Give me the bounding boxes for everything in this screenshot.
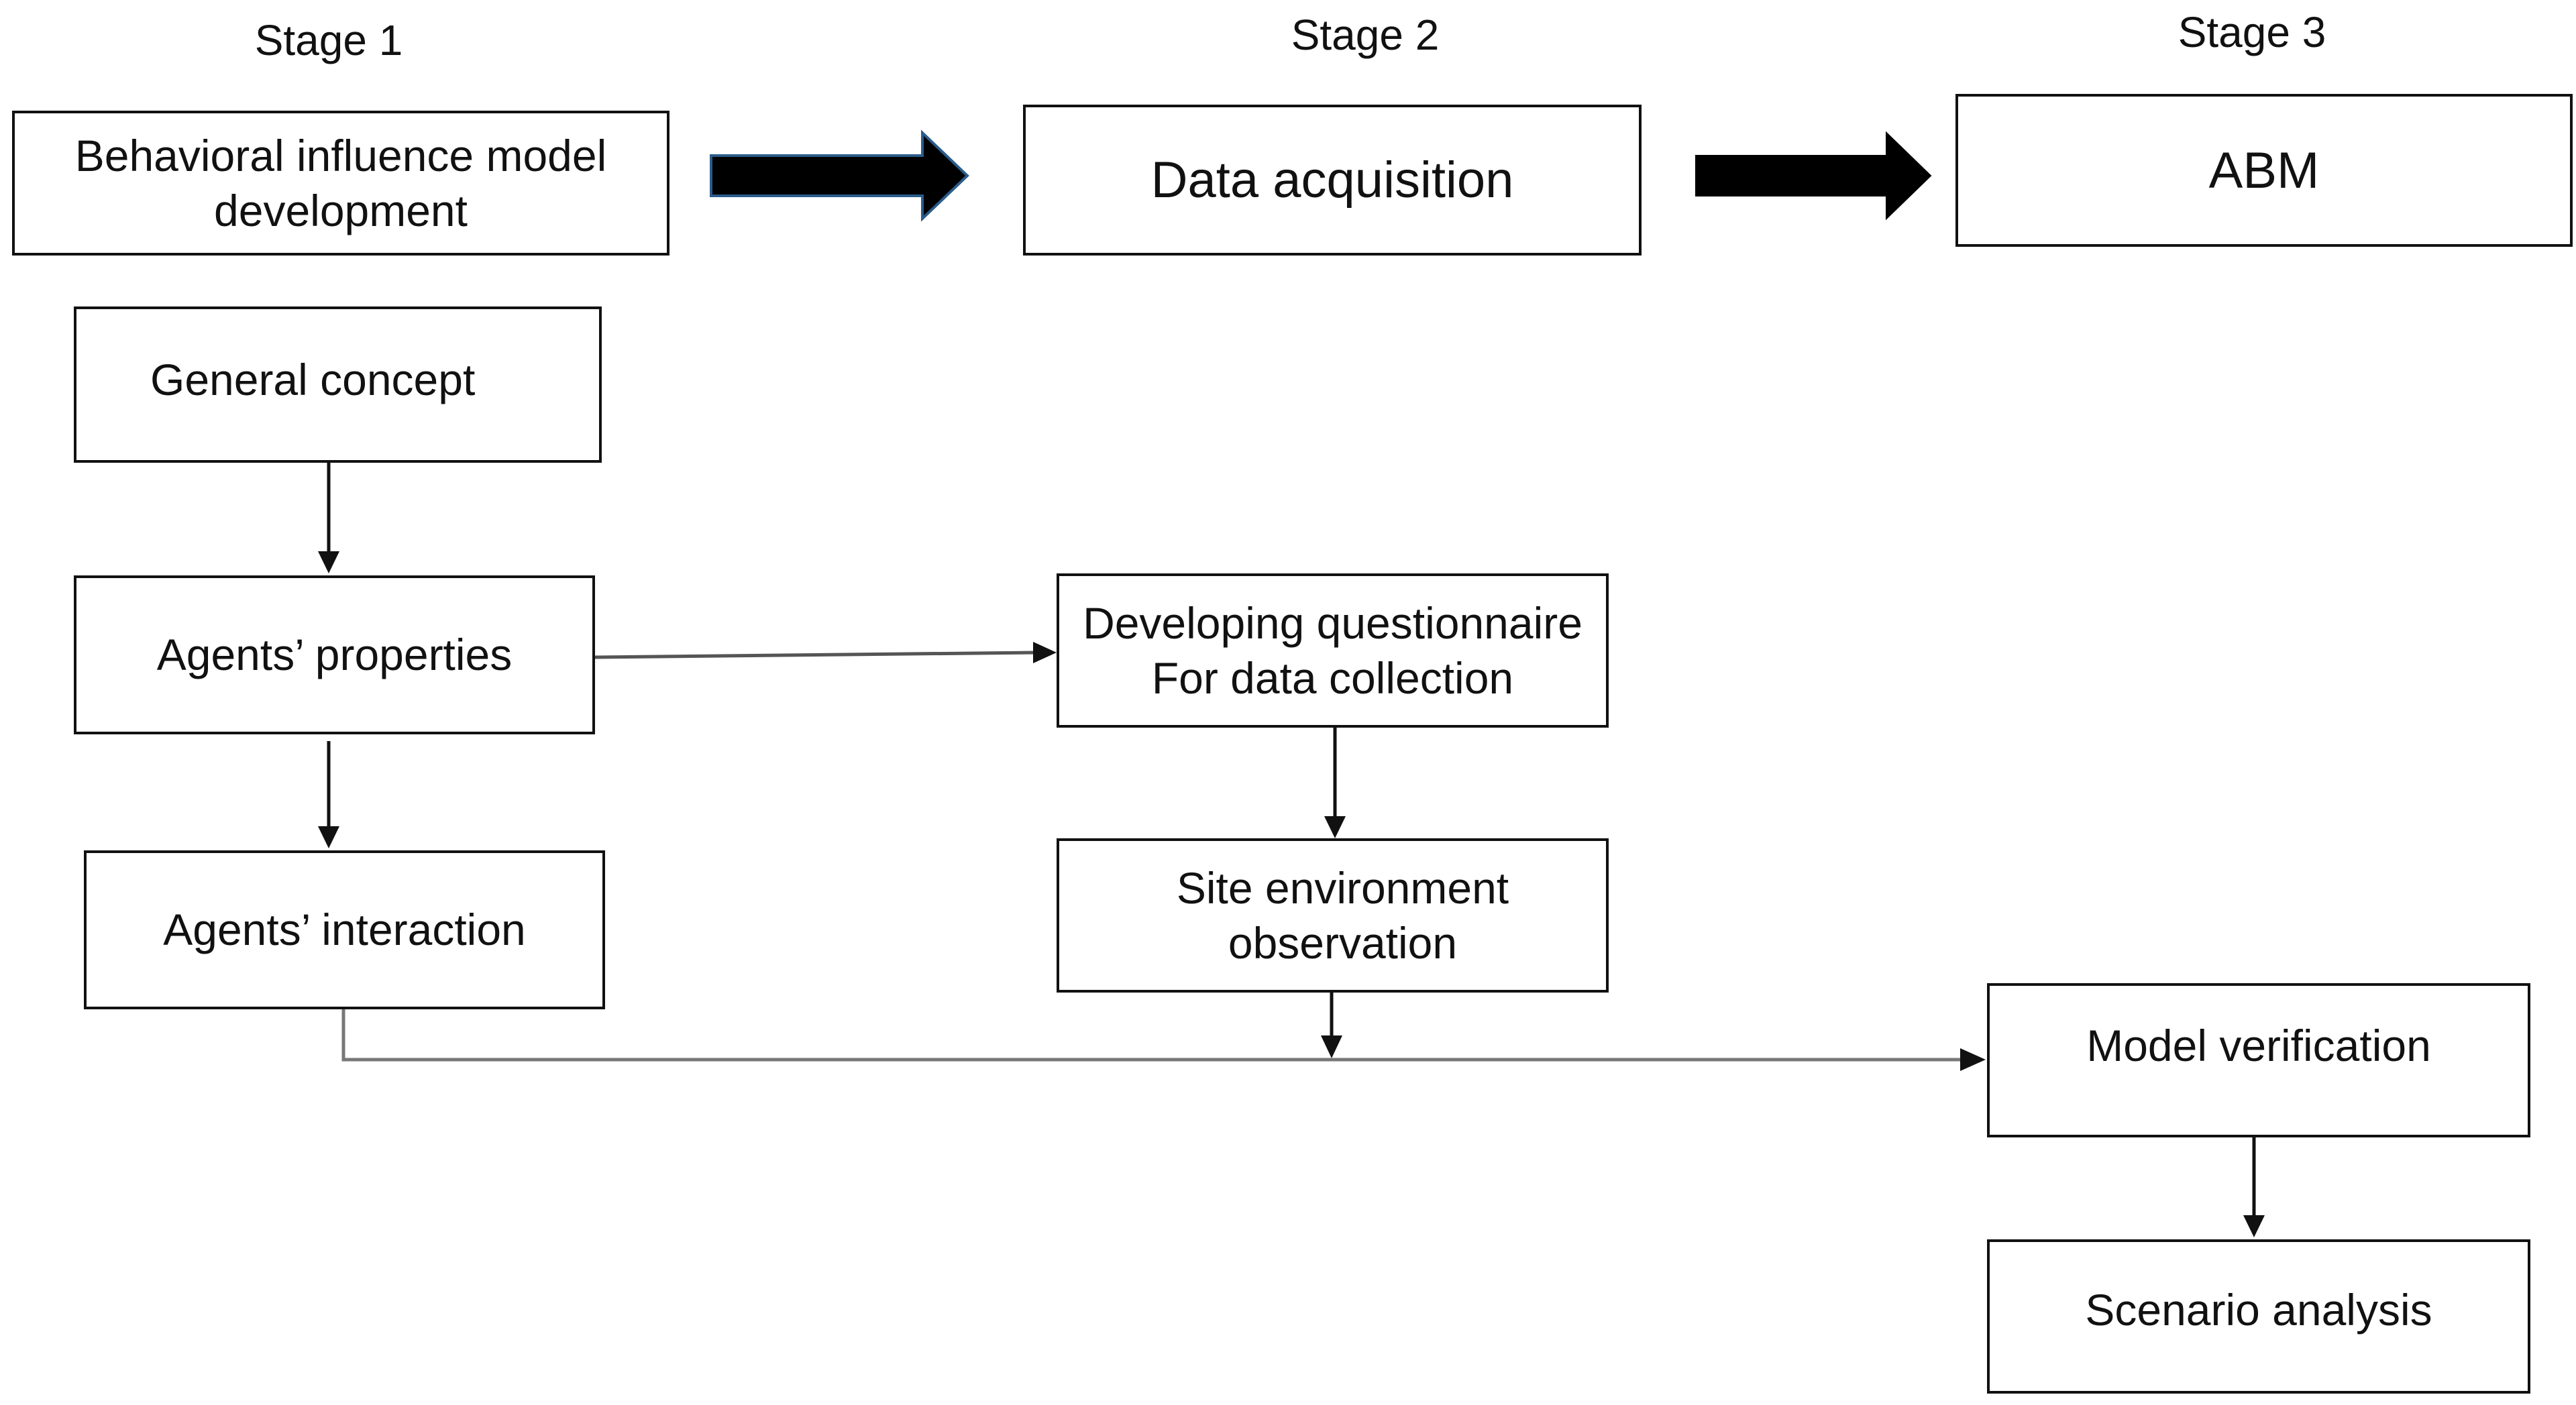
stage-3-label: Stage 3 (2178, 8, 2326, 56)
arrowhead-scenario (2243, 1215, 2265, 1237)
agents-properties-box: Agents’ properties (74, 575, 595, 734)
connector-interaction-to-verification (341, 1009, 1962, 1062)
arrowhead-verification (1960, 1048, 1986, 1071)
agents-interaction-box: Agents’ interaction (84, 850, 605, 1009)
stage-1-label: Stage 1 (254, 16, 403, 64)
scenario-analysis-box: Scenario analysis (1987, 1239, 2530, 1394)
arrowhead-bus-junction (1321, 1035, 1342, 1058)
arrowhead-site (1324, 816, 1346, 838)
stage-2-label: Stage 2 (1291, 11, 1440, 59)
arrowhead-properties (318, 551, 339, 573)
arrowhead-interaction (318, 826, 339, 848)
stage1-to-stage2-arrow (710, 129, 969, 222)
general-concept-box: General concept (74, 306, 602, 463)
questionnaire-box: Developing questionnaire For data collec… (1057, 573, 1609, 728)
stage2-to-stage3-arrow (1695, 131, 1932, 221)
model-verification-box: Model verification (1987, 983, 2530, 1137)
stage1-header-box: Behavioral influence model development (12, 111, 669, 256)
stage2-header-box: Data acquisition (1023, 105, 1642, 256)
arrowhead-questionnaire (1033, 642, 1057, 663)
site-observation-box: Site environment observation (1057, 838, 1609, 993)
connector-properties-to-questionnaire (593, 651, 1037, 659)
stage3-header-box: ABM (1955, 94, 2573, 247)
